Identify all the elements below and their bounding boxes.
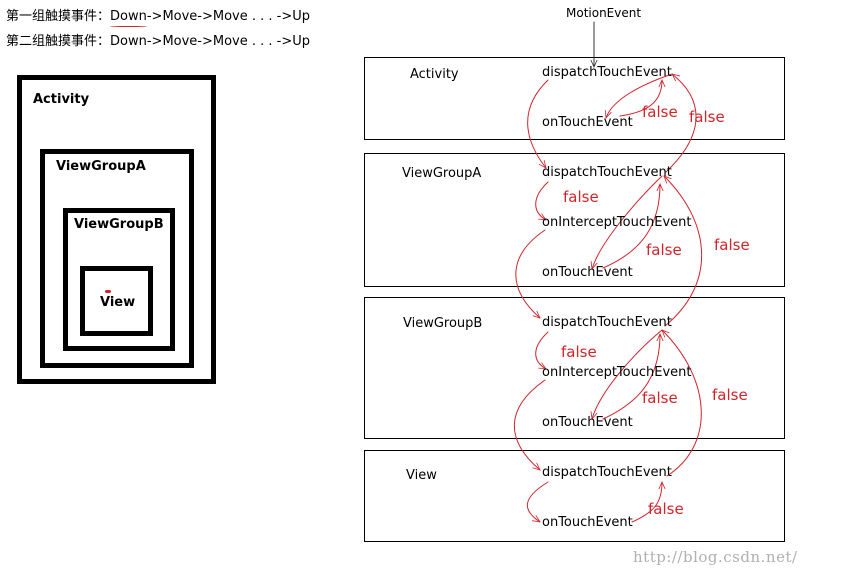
sequence-rest: ->Move->Move . . . ->Up [146, 34, 311, 49]
layer-viewgroup-a-name: ViewGroupA [402, 166, 482, 181]
view-false-arrow [631, 481, 662, 523]
view-label: View [100, 295, 136, 310]
return-b-to-a [663, 175, 703, 327]
false-label-view: false [648, 500, 684, 518]
false-label-a-outer: false [714, 236, 750, 254]
view-dispatch-to-ontouch [526, 481, 549, 523]
layer-view-name: View [406, 468, 437, 483]
view-on-touch-event: onTouchEvent [542, 515, 633, 530]
false-label-b-outer: false [712, 386, 748, 404]
touch-event-sequence-1: 第一组触摸事件：Down->Move->Move . . . ->Up [6, 9, 311, 27]
dispatch-arrow-a-to-b [515, 229, 546, 319]
viewgroup-a-on-touch-event: onTouchEvent [542, 265, 633, 280]
layer-view-box [364, 450, 785, 542]
watermark-url: http://blog.csdn.net/ [633, 548, 798, 566]
sequence-prefix: 第二组触摸事件： [6, 34, 111, 49]
activity-dispatch-to-ontouch [606, 73, 673, 119]
viewgroup-b-label: ViewGroupB [74, 217, 164, 232]
dispatch-arrow-activity-to-a [527, 79, 549, 169]
layer-viewgroup-b-box [364, 297, 785, 439]
viewgroup-a-on-intercept-touch-event: onInterceptTouchEvent [542, 215, 692, 230]
false-label-activity-outer: false [689, 108, 725, 126]
false-label-a-inner: false [646, 241, 682, 259]
return-a-to-activity [665, 73, 697, 173]
activity-false-arrow [619, 79, 662, 117]
sequence-prefix: 第一组触摸事件： [6, 9, 111, 24]
viewgroup-a-label: ViewGroupA [56, 159, 146, 174]
dispatch-arrow-b-to-view [513, 379, 546, 471]
touch-point-marker [105, 290, 111, 293]
layer-activity-name: Activity [410, 67, 459, 82]
activity-label: Activity [33, 92, 90, 107]
intercept-arrow-a [535, 181, 549, 221]
view-container: View [80, 266, 153, 336]
return-view-to-b [661, 329, 702, 477]
a-dispatch-to-ontouch [592, 175, 663, 270]
view-dispatch-touch-event: dispatchTouchEvent [542, 465, 672, 480]
viewgroup-b-on-intercept-touch-event: onInterceptTouchEvent [542, 365, 692, 380]
a-false-arrow [602, 183, 660, 269]
viewgroup-a-dispatch-touch-event: dispatchTouchEvent [542, 165, 672, 180]
false-label-a-intercept: false [563, 188, 599, 206]
down-event-label: Down [110, 9, 147, 24]
sequence-rest: ->Move->Move . . . ->Up [146, 9, 311, 24]
false-label-activity-inner: false [642, 103, 678, 121]
motion-event-label: MotionEvent [566, 6, 642, 20]
viewgroup-b-on-touch-event: onTouchEvent [542, 415, 633, 430]
red-underline [110, 26, 147, 27]
layer-viewgroup-a-box [364, 153, 785, 287]
false-label-b-intercept: false [561, 343, 597, 361]
false-label-b-inner: false [642, 389, 678, 407]
down-event-highlight: Down [110, 9, 147, 27]
touch-event-sequence-2: 第二组触摸事件：Down->Move->Move . . . ->Up [6, 34, 310, 50]
viewgroup-b-dispatch-touch-event: dispatchTouchEvent [542, 315, 672, 330]
down-event-label: Down [110, 34, 147, 49]
layer-activity-box [364, 57, 785, 140]
activity-dispatch-touch-event: dispatchTouchEvent [542, 65, 672, 80]
layer-viewgroup-b-name: ViewGroupB [403, 316, 483, 331]
b-false-arrow [602, 333, 660, 420]
b-dispatch-to-ontouch [592, 329, 663, 420]
intercept-arrow-b [535, 331, 549, 370]
activity-on-touch-event: onTouchEvent [542, 115, 633, 130]
